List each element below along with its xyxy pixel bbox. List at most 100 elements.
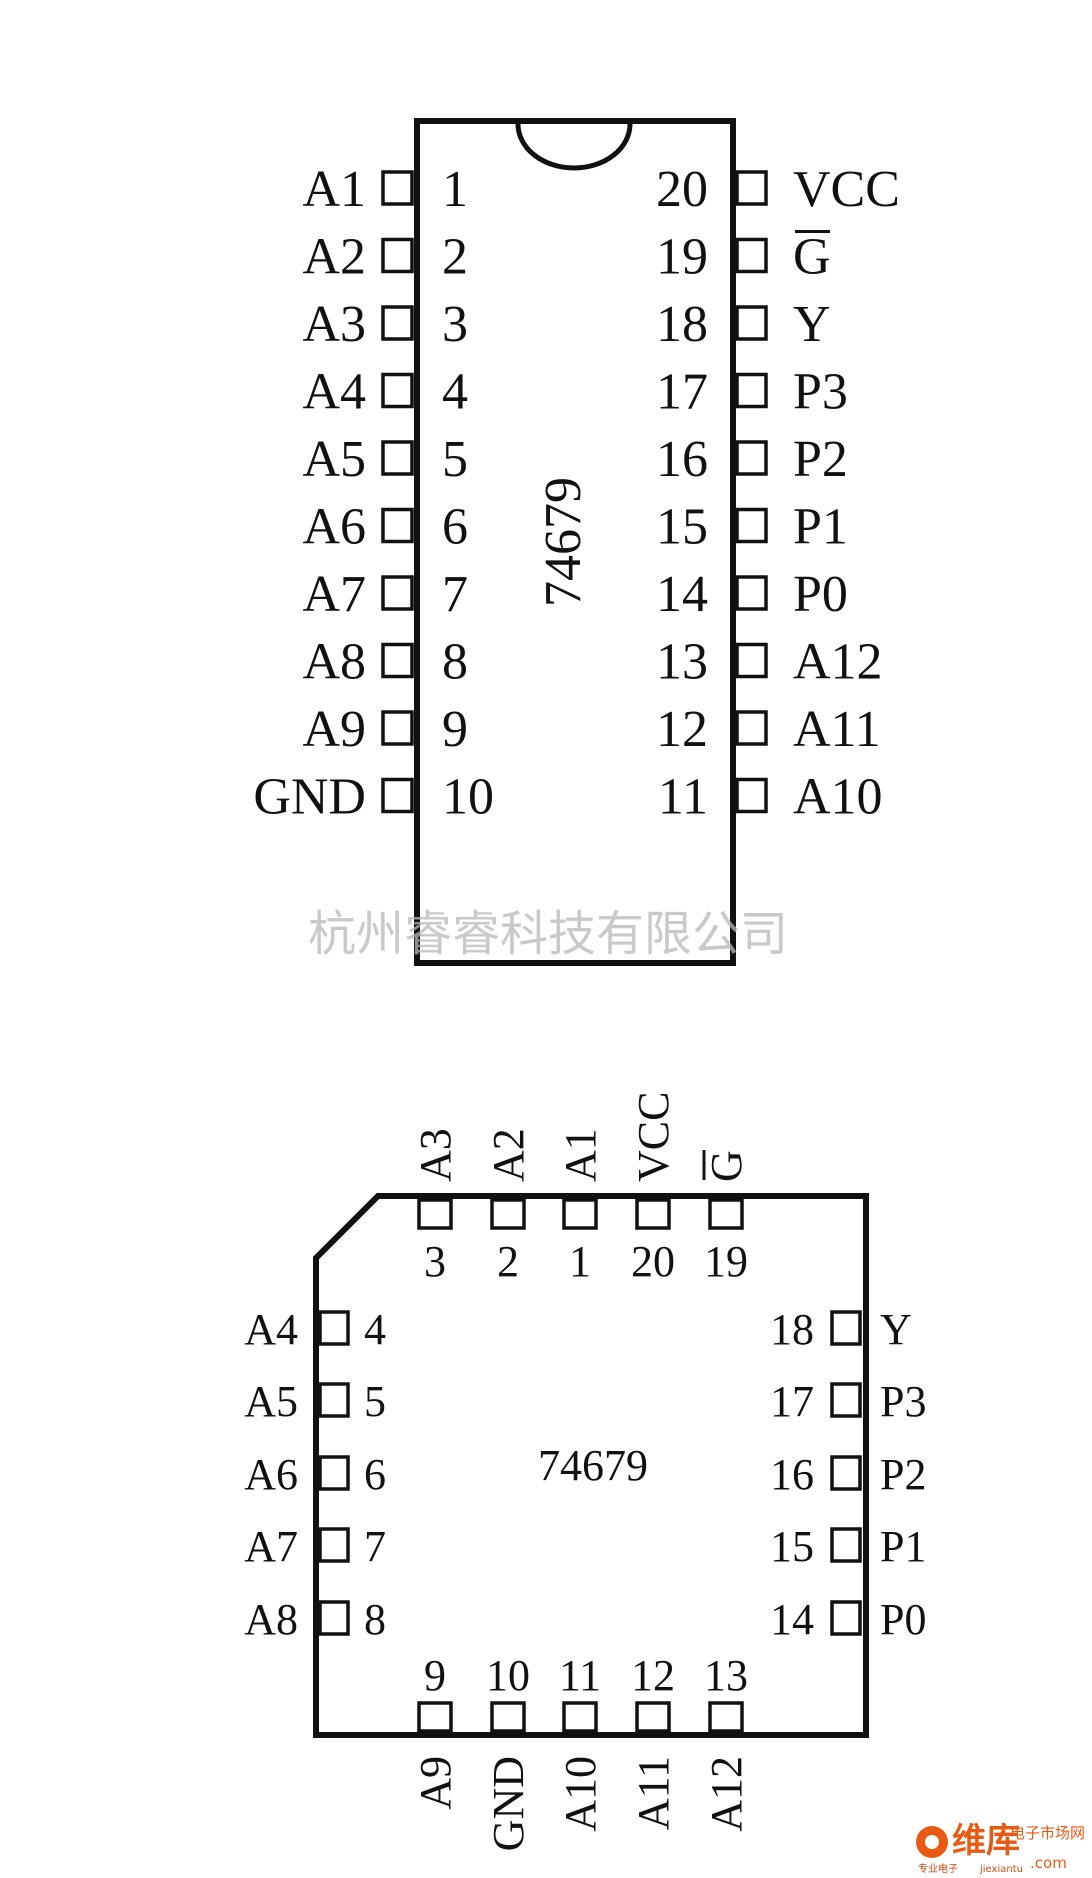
- dip-pin-name-15: P1: [793, 499, 848, 556]
- plcc-pin-box-20: [635, 1198, 671, 1230]
- plcc-pin-name-20: VCC: [629, 1092, 678, 1182]
- logo-com-text: .com: [1030, 1854, 1067, 1872]
- plcc-pin-num-14: 14: [770, 1595, 814, 1644]
- dip-pin-num-2: 2: [442, 229, 468, 286]
- plcc-pin-num-15: 15: [770, 1522, 814, 1571]
- dip-pin-num-10: 10: [442, 769, 494, 826]
- plcc-pin-num-11: 11: [559, 1651, 601, 1700]
- plcc-pin-name-3: A3: [411, 1128, 460, 1182]
- dip-pin-box-19: [735, 237, 768, 274]
- plcc-pin-name-1: A1: [556, 1128, 605, 1182]
- dip-pin-num-1: 1: [442, 161, 468, 218]
- plcc-pin-num-13: 13: [704, 1651, 748, 1700]
- plcc-pin-num-10: 10: [486, 1651, 530, 1700]
- dip-pin-num-17: 17: [656, 364, 708, 421]
- dip-pin-name-2: A2: [302, 229, 366, 286]
- dip-pin-name-9: A9: [302, 701, 366, 758]
- dip-pin-box-2: [381, 237, 414, 274]
- dip-pin-name-7: A7: [302, 566, 366, 623]
- plcc-pin-box-17: [830, 1382, 862, 1418]
- dip-pin-name-17: P3: [793, 364, 848, 421]
- dip-pin-name-18: Y: [793, 296, 831, 353]
- dip-pin-name-8: A8: [302, 634, 366, 691]
- dip-pin-name-12: A11: [793, 701, 881, 758]
- plcc-body: [313, 1193, 869, 1738]
- dip-pin-box-7: [381, 575, 414, 611]
- plcc-pin-box-3: [417, 1198, 453, 1230]
- plcc-pin-box-11: [562, 1701, 598, 1733]
- dip-pin-box-14: [735, 575, 768, 611]
- plcc-pin-num-20: 20: [631, 1237, 675, 1286]
- plcc-pin-name-5: A5: [244, 1377, 298, 1426]
- plcc-pin-box-12: [635, 1701, 671, 1733]
- plcc-pin-name-6: A6: [244, 1450, 298, 1499]
- plcc-part-number: 74679: [538, 1441, 648, 1490]
- plcc-pin-num-2: 2: [497, 1237, 519, 1286]
- dip-pin-box-12: [735, 710, 768, 746]
- dip-pin-box-6: [381, 507, 414, 544]
- plcc-pin-box-13: [708, 1701, 744, 1733]
- dip-pin-box-15: [735, 507, 768, 544]
- plcc-pin-box-9: [417, 1701, 453, 1733]
- plcc-pin-name-11: A10: [556, 1756, 605, 1832]
- dip-pin-box-5: [381, 440, 414, 476]
- dip-pin-name-20: VCC: [793, 161, 900, 218]
- dip-pin-name-14: P0: [793, 566, 848, 623]
- plcc-pin-box-16: [830, 1455, 862, 1491]
- dip-pin-num-4: 4: [442, 364, 468, 421]
- dip-pin-name-19: G: [793, 229, 831, 286]
- dip-pin-name-10: GND: [253, 769, 366, 826]
- dip-pin-num-19: 19: [656, 229, 708, 286]
- plcc-pin-num-18: 18: [770, 1305, 814, 1354]
- plcc-pin-num-17: 17: [770, 1377, 814, 1426]
- dip-pin-name-6: A6: [302, 499, 366, 556]
- dip-pin-box-4: [381, 372, 414, 409]
- plcc-pin-box-14: [830, 1600, 862, 1636]
- plcc-pin-num-1: 1: [569, 1237, 591, 1286]
- plcc-pin-name-16: P2: [880, 1450, 926, 1499]
- dip-pin-name-13: A12: [793, 634, 883, 691]
- plcc-pin-name-14: P0: [880, 1595, 926, 1644]
- plcc-pin-name-7: A7: [244, 1522, 298, 1571]
- dip-pin-box-11: [735, 777, 768, 814]
- plcc-pin-box-15: [830, 1527, 862, 1563]
- logo-main-text: 维库: [952, 1821, 1020, 1861]
- logo-tiny-text: 专业电子: [918, 1862, 958, 1875]
- dip-pin-num-6: 6: [442, 499, 468, 556]
- dip-pin-num-7: 7: [442, 566, 468, 623]
- dip-pin-num-5: 5: [442, 431, 468, 488]
- dip-pin-num-16: 16: [656, 431, 708, 488]
- dip-pin-num-13: 13: [656, 634, 708, 691]
- dip-pin-box-20: [735, 170, 768, 206]
- plcc-pin-box-4: [318, 1310, 350, 1346]
- dip-pin-num-8: 8: [442, 634, 468, 691]
- dip-pin-name-11: A10: [793, 769, 883, 826]
- plcc-pin-num-19: 19: [704, 1237, 748, 1286]
- plcc-pin-num-7: 7: [364, 1522, 386, 1571]
- dip-pin-num-15: 15: [656, 499, 708, 556]
- dip-body: [414, 118, 736, 966]
- dip-pin-num-20: 20: [656, 161, 708, 218]
- site-logo: 维库 电子市场网 专业电子 jiexiantu .com: [916, 1821, 1085, 1875]
- plcc-pin-name-10: GND: [484, 1756, 533, 1851]
- dip-pin-box-1: [381, 170, 414, 206]
- plcc-pin-box-5: [318, 1382, 350, 1418]
- plcc-pin-box-1: [562, 1198, 598, 1230]
- dip-pin-name-16: P2: [793, 431, 848, 488]
- plcc-pin-name-4: A4: [244, 1305, 298, 1354]
- logo-site-text: jiexiantu: [979, 1864, 1023, 1875]
- logo-sub-text: 电子市场网: [1010, 1824, 1085, 1842]
- dip-notch: [515, 123, 633, 171]
- dip-pin-box-3: [381, 305, 414, 341]
- dip-pin-num-12: 12: [656, 701, 708, 758]
- plcc-pin-num-8: 8: [364, 1595, 386, 1644]
- dip-pin-box-17: [735, 372, 768, 409]
- dip-pin-box-13: [735, 642, 768, 679]
